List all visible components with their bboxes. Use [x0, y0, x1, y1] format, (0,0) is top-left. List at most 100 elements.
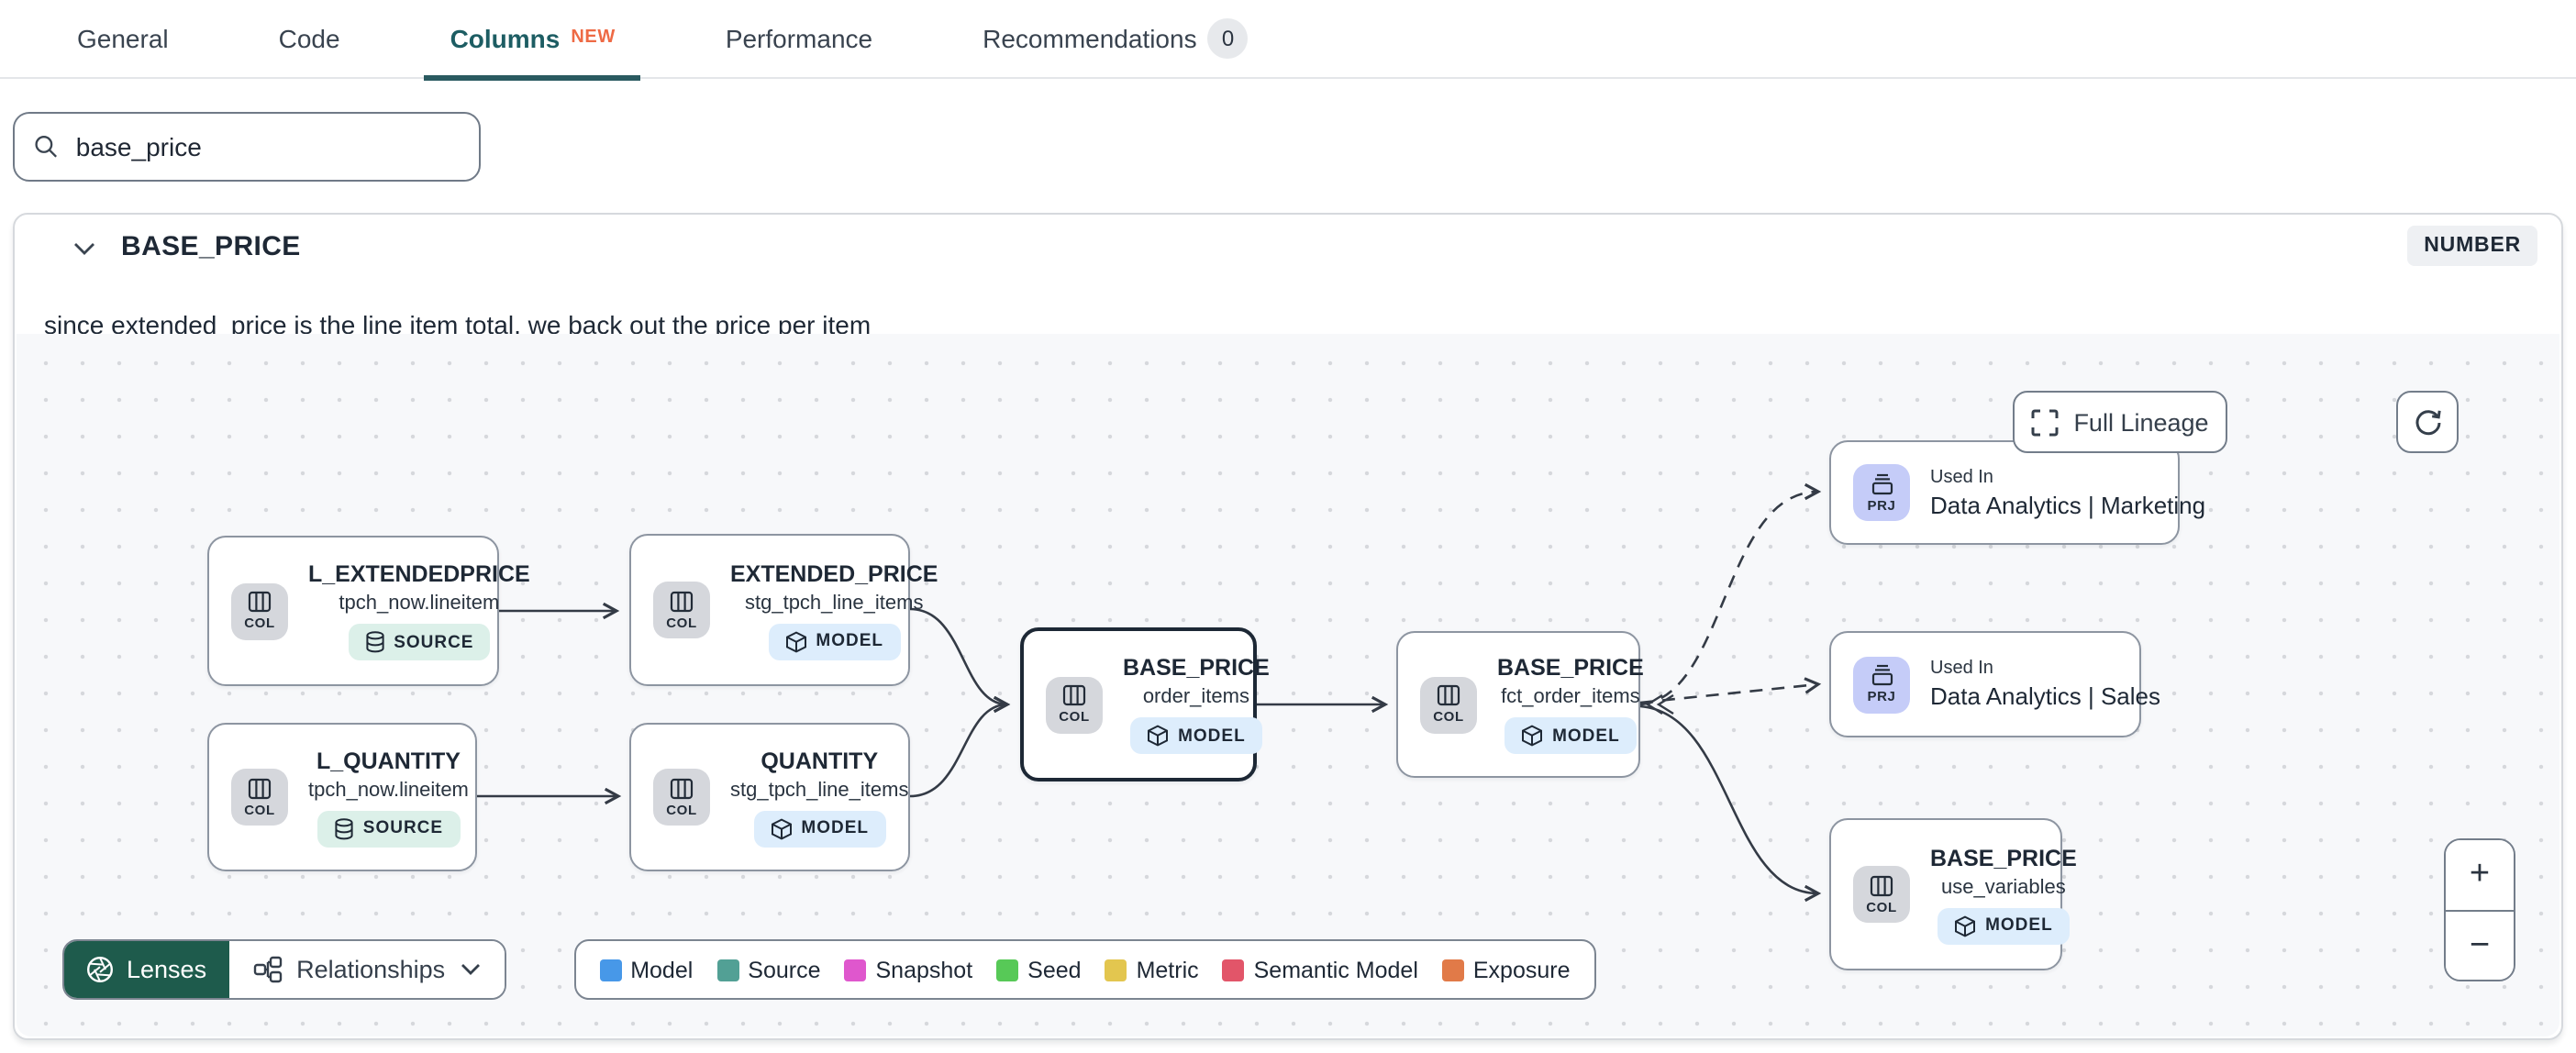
lineage-node-quantity[interactable]: COL QUANTITY stg_tpch_line_items MODEL	[629, 723, 910, 871]
lineage-node-base-price-order-items[interactable]: COL BASE_PRICE order_items MODEL	[1020, 627, 1270, 781]
lineage-node-extended-price[interactable]: COL EXTENDED_PRICE stg_tpch_line_items M…	[629, 534, 938, 686]
model-badge: MODEL	[1505, 717, 1637, 754]
database-icon	[335, 817, 353, 839]
cube-icon	[1955, 914, 1976, 937]
node-subtitle: order_items	[1142, 686, 1249, 708]
badge-label: MODEL	[1552, 726, 1620, 746]
legend-item-snapshot: Snapshot	[844, 957, 973, 982]
legend-item-semantic-model: Semantic Model	[1222, 957, 1418, 982]
columns-icon	[248, 777, 272, 799]
lineage-node-l-extendedprice[interactable]: COL L_EXTENDEDPRICE tpch_now.lineitem SO…	[207, 536, 530, 686]
legend-swatch	[716, 959, 739, 981]
node-subtitle: fct_order_items	[1501, 686, 1640, 708]
relationships-dropdown[interactable]: Relationships	[228, 941, 505, 998]
archive-icon	[1871, 664, 1893, 686]
project-chip: PRJ	[1853, 464, 1910, 521]
chip-label: COL	[1433, 708, 1464, 725]
column-type-badge: NUMBER	[2407, 226, 2537, 266]
chip-label: PRJ	[1867, 688, 1896, 704]
zoom-controls: + −	[2444, 838, 2515, 981]
chip-label: COL	[666, 614, 697, 630]
legend-label: Model	[630, 957, 694, 982]
lenses-label: Lenses	[127, 956, 207, 983]
search-input[interactable]	[75, 132, 461, 161]
cube-icon	[785, 630, 806, 652]
column-chip: COL	[231, 769, 288, 826]
full-lineage-label: Full Lineage	[2073, 408, 2209, 436]
recommendations-count-badge: 0	[1207, 18, 1249, 59]
node-title: EXTENDED_PRICE	[730, 560, 938, 586]
column-chip: COL	[1420, 676, 1477, 733]
new-badge: NEW	[571, 27, 616, 47]
node-subtitle: tpch_now.lineitem	[339, 593, 500, 615]
legend-label: Semantic Model	[1253, 957, 1418, 982]
column-card: BASE_PRICE NUMBER since extended_price i…	[13, 213, 2563, 1040]
tab-label: Code	[278, 24, 340, 53]
model-badge: MODEL	[768, 623, 901, 660]
project-chip: PRJ	[1853, 656, 1910, 713]
columns-icon	[670, 590, 694, 612]
columns-icon	[670, 777, 694, 799]
legend-item-seed: Seed	[996, 957, 1082, 982]
lineage-node-usedin-marketing[interactable]: PRJ Used In Data Analytics | Marketing	[1829, 440, 2205, 545]
source-badge: SOURCE	[316, 810, 461, 847]
column-search[interactable]	[13, 112, 481, 182]
tab-label: Columns	[450, 24, 561, 53]
search-icon	[35, 136, 58, 158]
column-chip: COL	[653, 582, 710, 638]
node-subtitle: tpch_now.lineitem	[308, 779, 469, 801]
usedin-label: Used In	[1930, 659, 1993, 679]
chip-label: COL	[666, 801, 697, 817]
columns-icon	[1870, 874, 1893, 896]
collapse-chevron-icon[interactable]	[70, 235, 99, 260]
chevron-down-icon	[461, 964, 480, 975]
legend-label: Snapshot	[875, 957, 973, 982]
node-subtitle: stg_tpch_line_items	[730, 779, 909, 801]
tab-code[interactable]: Code	[268, 0, 351, 78]
tab-label: Performance	[725, 24, 873, 53]
tab-recommendations[interactable]: Recommendations 0	[972, 0, 1259, 78]
tab-general[interactable]: General	[66, 0, 180, 78]
zoom-out-button[interactable]: −	[2446, 910, 2514, 980]
lineage-node-l-quantity[interactable]: COL L_QUANTITY tpch_now.lineitem SOURCE	[207, 723, 477, 871]
badge-label: MODEL	[801, 818, 870, 838]
full-lineage-button[interactable]: Full Lineage	[2013, 391, 2227, 453]
legend-label: Source	[748, 957, 821, 982]
lineage-node-base-price-fct-order-items[interactable]: COL BASE_PRICE fct_order_items MODEL	[1396, 631, 1644, 778]
node-title: Data Analytics | Sales	[1930, 682, 2160, 710]
tab-columns[interactable]: Columns NEW	[424, 0, 642, 80]
lineage-node-usedin-sales[interactable]: PRJ Used In Data Analytics | Sales	[1829, 631, 2160, 737]
column-chip: COL	[653, 769, 710, 826]
node-title: QUANTITY	[761, 748, 879, 773]
relationships-icon	[252, 956, 282, 983]
tab-label: General	[77, 24, 169, 53]
node-subtitle: stg_tpch_line_items	[745, 592, 924, 614]
lineage-toolbar: Lenses Relationships Model	[62, 939, 1596, 1000]
model-badge: MODEL	[1938, 907, 2070, 944]
chip-label: PRJ	[1867, 496, 1896, 513]
source-badge: SOURCE	[348, 624, 491, 660]
badge-label: MODEL	[816, 631, 884, 651]
node-title: L_EXTENDEDPRICE	[308, 561, 530, 587]
tab-bar: General Code Columns NEW Performance Rec…	[0, 0, 2576, 80]
expand-icon	[2031, 408, 2059, 436]
node-title: Data Analytics | Marketing	[1930, 491, 2206, 518]
lineage-canvas[interactable]: COL L_EXTENDEDPRICE tpch_now.lineitem SO…	[17, 334, 2559, 1036]
legend-item-metric: Metric	[1105, 957, 1199, 982]
legend-swatch	[844, 959, 867, 981]
legend-swatch	[1441, 959, 1464, 981]
zoom-in-button[interactable]: +	[2446, 840, 2514, 910]
tab-performance[interactable]: Performance	[715, 0, 883, 78]
legend-item-source: Source	[716, 957, 821, 982]
badge-label: MODEL	[1985, 915, 2053, 936]
database-icon	[365, 631, 383, 653]
lineage-node-base-price-use-variables[interactable]: COL BASE_PRICE use_variables MODEL	[1829, 818, 2077, 970]
columns-icon	[248, 591, 272, 613]
lenses-button[interactable]: Lenses	[64, 941, 229, 998]
chip-label: COL	[244, 801, 275, 817]
lineage-legend: Model Source Snapshot Seed Metric Semant…	[573, 939, 1596, 1000]
column-chip: COL	[1046, 676, 1103, 733]
refresh-button[interactable]	[2396, 391, 2459, 453]
column-chip: COL	[1853, 866, 1910, 923]
legend-swatch	[1105, 959, 1127, 981]
